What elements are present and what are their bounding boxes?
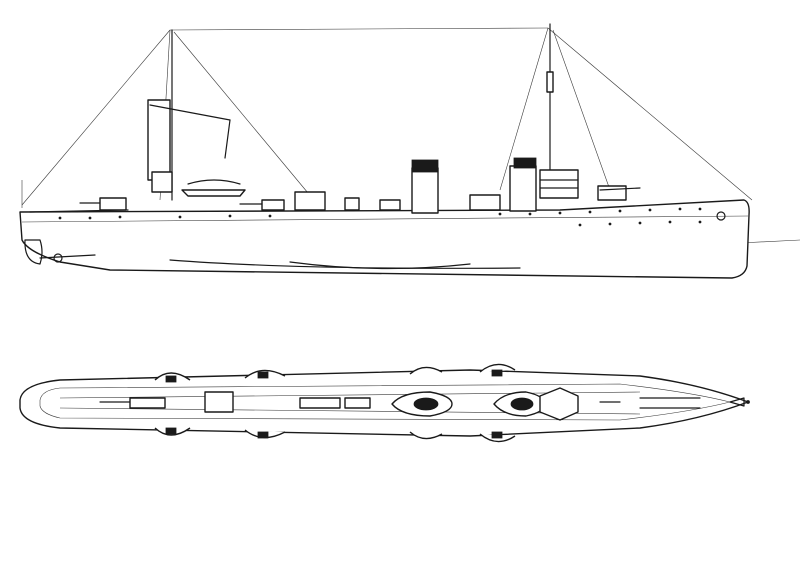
deck-fittings	[29, 171, 641, 213]
funnel-casings-plan	[391, 387, 579, 421]
boot-top-line	[289, 261, 471, 270]
masts	[147, 23, 554, 201]
plan-deck-fittings	[129, 391, 750, 413]
hull-profile	[19, 199, 750, 279]
hull-plan-outline	[19, 369, 749, 437]
hawse-pipe-icon	[716, 211, 726, 221]
funnels	[411, 157, 579, 214]
portholes	[58, 207, 702, 227]
gun-sponsons	[99, 363, 621, 443]
top-plan-view	[19, 363, 750, 443]
waterline	[169, 259, 521, 269]
rudder-propeller	[24, 239, 96, 265]
rigging-lines	[21, 27, 800, 244]
side-profile-view	[19, 23, 800, 279]
